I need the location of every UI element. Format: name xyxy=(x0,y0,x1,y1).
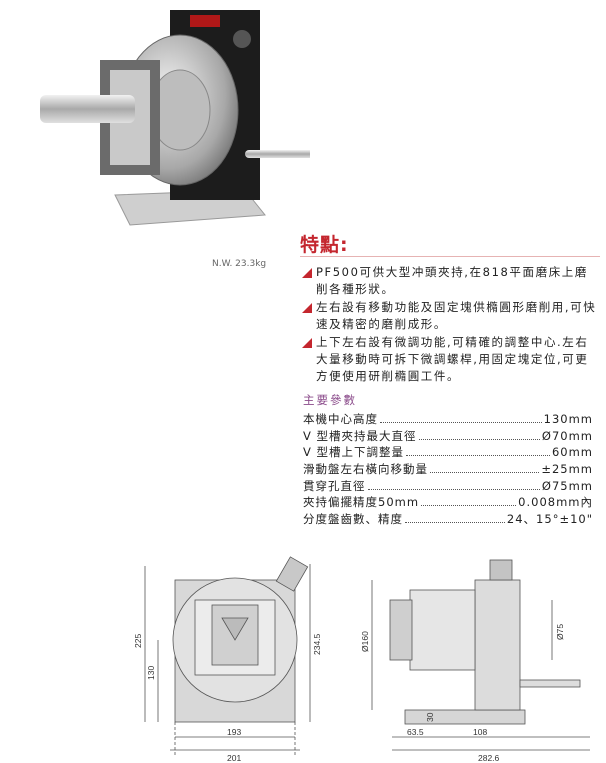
dim-193: 193 xyxy=(227,727,241,737)
side-view-drawing xyxy=(371,559,590,751)
spec-value: ±25mm xyxy=(541,462,593,477)
dim-234-5: 234.5 xyxy=(312,633,322,655)
dim-225: 225 xyxy=(133,634,143,648)
spec-value: 24、15°±10" xyxy=(506,512,593,527)
spec-row: 分度盤齒數、精度 24、15°±10" xyxy=(303,511,593,528)
feature-item: 上下左右設有微調功能,可精確的調整中心.左右大量移動時可拆下微調螺桿,用固定塊定… xyxy=(300,334,600,385)
dim-108: 108 xyxy=(473,727,487,737)
dim-d75: Ø75 xyxy=(555,624,565,640)
product-photo xyxy=(40,10,310,226)
features-list: PF500可供大型冲頭夾持,在818平面磨床上磨削各種形狀。 左右設有移動功能及… xyxy=(300,264,600,386)
spec-heading: 主要參數 xyxy=(303,393,357,407)
feature-item: PF500可供大型冲頭夾持,在818平面磨床上磨削各種形狀。 xyxy=(300,264,600,298)
spec-row: 本機中心高度 130mm xyxy=(303,411,593,428)
feature-item: 左右設有移動功能及固定塊供橢圓形磨削用,可快速及精密的磨削成形。 xyxy=(300,299,600,333)
dim-282-6: 282.6 xyxy=(478,753,500,763)
bullet-triangle-icon xyxy=(302,338,312,348)
spec-value: Ø75mm xyxy=(541,478,593,493)
spec-row: V 型槽上下調整量 60mm xyxy=(303,444,593,461)
spec-label: 本機中心高度 xyxy=(303,412,378,426)
features-heading: 特點: xyxy=(300,234,349,256)
spec-label: 貫穿孔直徑 xyxy=(303,478,366,493)
spec-row: 貫穿孔直徑 Ø75mm xyxy=(303,478,593,495)
feature-text: 左右設有移動功能及固定塊供橢圓形磨削用,可快速及精密的磨削成形。 xyxy=(316,300,597,331)
divider xyxy=(300,256,600,257)
dim-201: 201 xyxy=(227,753,241,763)
spec-value: Ø70mm xyxy=(541,428,593,443)
feature-text: 上下左右設有微調功能,可精確的調整中心.左右大量移動時可拆下微調螺桿,用固定塊定… xyxy=(316,335,589,383)
dim-d160: Ø160 xyxy=(360,631,370,652)
spec-row: 滑動盤左右橫向移動量 ±25mm xyxy=(303,461,593,478)
bullet-triangle-icon xyxy=(302,268,312,278)
feature-text: PF500可供大型冲頭夾持,在818平面磨床上磨削各種形狀。 xyxy=(316,265,589,296)
spec-row: 夾持偏擺精度50mm 0.008mm內 xyxy=(303,494,593,511)
bullet-triangle-icon xyxy=(302,303,312,313)
dim-130: 130 xyxy=(146,666,156,680)
spec-label: V 型槽夾持最大直徑 xyxy=(303,428,417,443)
dim-30: 30 xyxy=(425,712,435,722)
spec-table: 主要參數 本機中心高度 130mm V 型槽夾持最大直徑 Ø70mm V 型槽上下調… xyxy=(303,392,593,528)
net-weight: N.W. 23.3kg xyxy=(212,259,267,269)
technical-drawings: 225 130 234.5 193 201 Ø160 Ø75 30 63.5 1… xyxy=(133,556,590,763)
dim-63-5: 63.5 xyxy=(407,727,424,737)
spec-value: 60mm xyxy=(551,445,593,460)
spec-label: 滑動盤左右橫向移動量 xyxy=(303,462,428,477)
spec-label: V 型槽上下調整量 xyxy=(303,445,405,460)
spec-row: V 型槽夾持最大直徑 Ø70mm xyxy=(303,428,593,445)
spec-value: 130mm xyxy=(543,412,593,426)
spec-label: 夾持偏擺精度50mm xyxy=(303,495,420,510)
spec-value: 0.008mm內 xyxy=(518,495,593,510)
front-view-drawing xyxy=(144,556,311,755)
spec-label: 分度盤齒數、精度 xyxy=(303,512,403,527)
